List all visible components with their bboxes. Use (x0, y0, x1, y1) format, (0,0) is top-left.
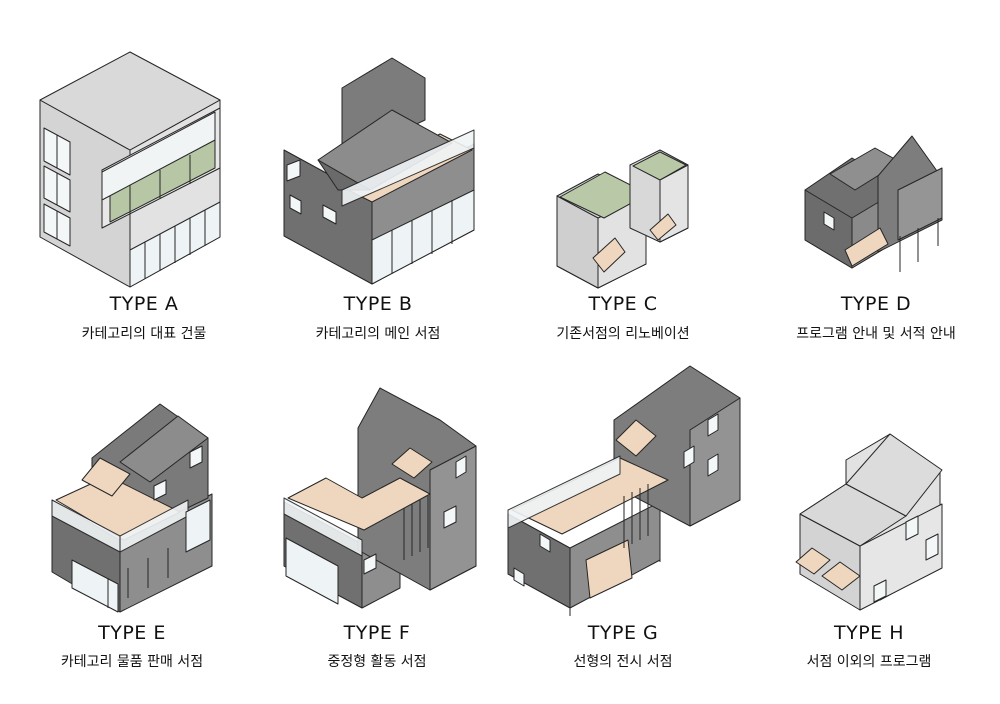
type-e-subtitle: 카테고리 물품 판매 서점 (60, 654, 204, 670)
type-c-subtitle: 기존서점의 리노베이션 (556, 326, 690, 342)
type-d-title: TYPE D (840, 293, 912, 315)
type-f-title: TYPE F (343, 622, 411, 644)
type-b-title: TYPE B (343, 293, 413, 315)
building-type-e (51, 403, 213, 613)
type-h-subtitle: 서점 이외의 프로그램 (806, 654, 932, 670)
type-f-subtitle: 중정형 활동 서점 (327, 654, 427, 670)
type-c-title: TYPE C (588, 293, 658, 315)
type-d-subtitle: 프로그램 안내 및 서적 안내 (796, 326, 956, 342)
building-type-d (804, 135, 943, 272)
type-b-subtitle: 카테고리의 메인 서점 (315, 326, 441, 342)
type-g-subtitle: 선형의 전시 서점 (573, 654, 673, 670)
building-type-a (39, 51, 221, 288)
type-e-title: TYPE E (98, 622, 166, 644)
building-type-g (507, 365, 741, 616)
building-type-f (283, 387, 477, 609)
building-type-c (556, 149, 689, 289)
type-g-title: TYPE G (587, 622, 659, 644)
type-h-title: TYPE H (833, 622, 904, 644)
type-a-title: TYPE A (109, 293, 179, 315)
building-type-b (283, 57, 475, 285)
type-a-subtitle: 카테고리의 대표 건물 (81, 326, 207, 342)
building-type-h (795, 433, 943, 611)
